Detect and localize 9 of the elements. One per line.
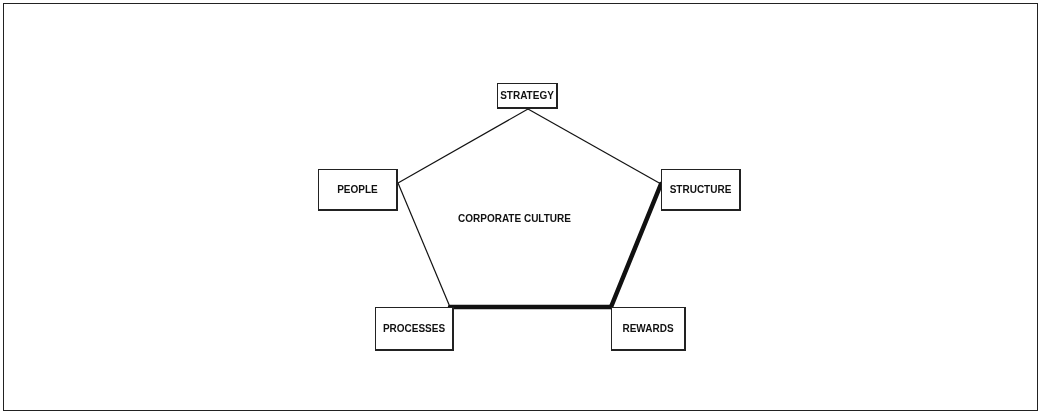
center-label: CORPORATE CULTURE xyxy=(458,213,571,224)
label-box: STRATEGY xyxy=(497,83,558,109)
label-box: REWARDS xyxy=(611,307,686,351)
label-box: PROCESSES xyxy=(375,307,454,351)
label-box: PEOPLE xyxy=(318,169,398,211)
label-box: STRUCTURE xyxy=(661,169,741,211)
connector-line xyxy=(447,304,614,310)
connector-line xyxy=(397,108,529,184)
connector-line xyxy=(527,108,662,185)
